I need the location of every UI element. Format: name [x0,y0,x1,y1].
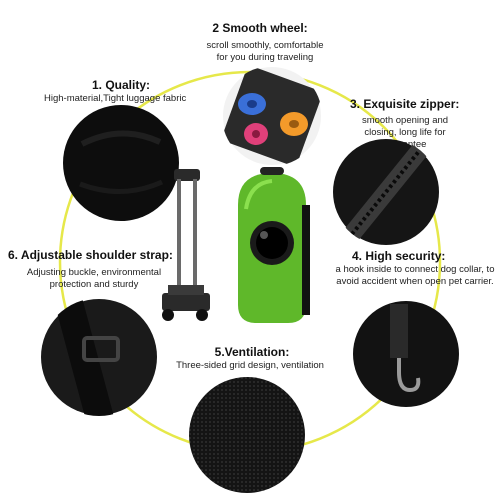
buckle-icon [41,299,157,416]
feature-strap-title: 6. Adjustable shoulder strap: [8,248,173,262]
feature-zipper-title: 3. Exquisite zipper: [350,97,460,111]
product-image [162,167,310,323]
wheel-icon [222,66,322,166]
feature-strap-desc: Adjusting buckle, environmental protecti… [26,267,162,290]
feature-ventilation-desc: Three-sided grid design, ventilation [176,360,324,371]
feature-security-desc: a hook inside to connect dog collar, to … [335,264,495,287]
feature-quality-desc: High-material,Tight luggage fabric [44,93,187,104]
mesh-icon [189,377,305,493]
feature-ventilation-title: 5.Ventilation: [214,345,290,359]
feature-security-title: 4. High security: [352,249,446,263]
fabric-icon [63,105,179,221]
feature-wheel-title: 2 Smooth wheel: [212,21,308,35]
hook-icon [353,301,459,407]
feature-quality-title: 1. Quality: [92,78,151,92]
zipper-icon [333,139,439,245]
feature-wheel-desc: scroll smoothly, comfortable for you dur… [206,40,324,63]
